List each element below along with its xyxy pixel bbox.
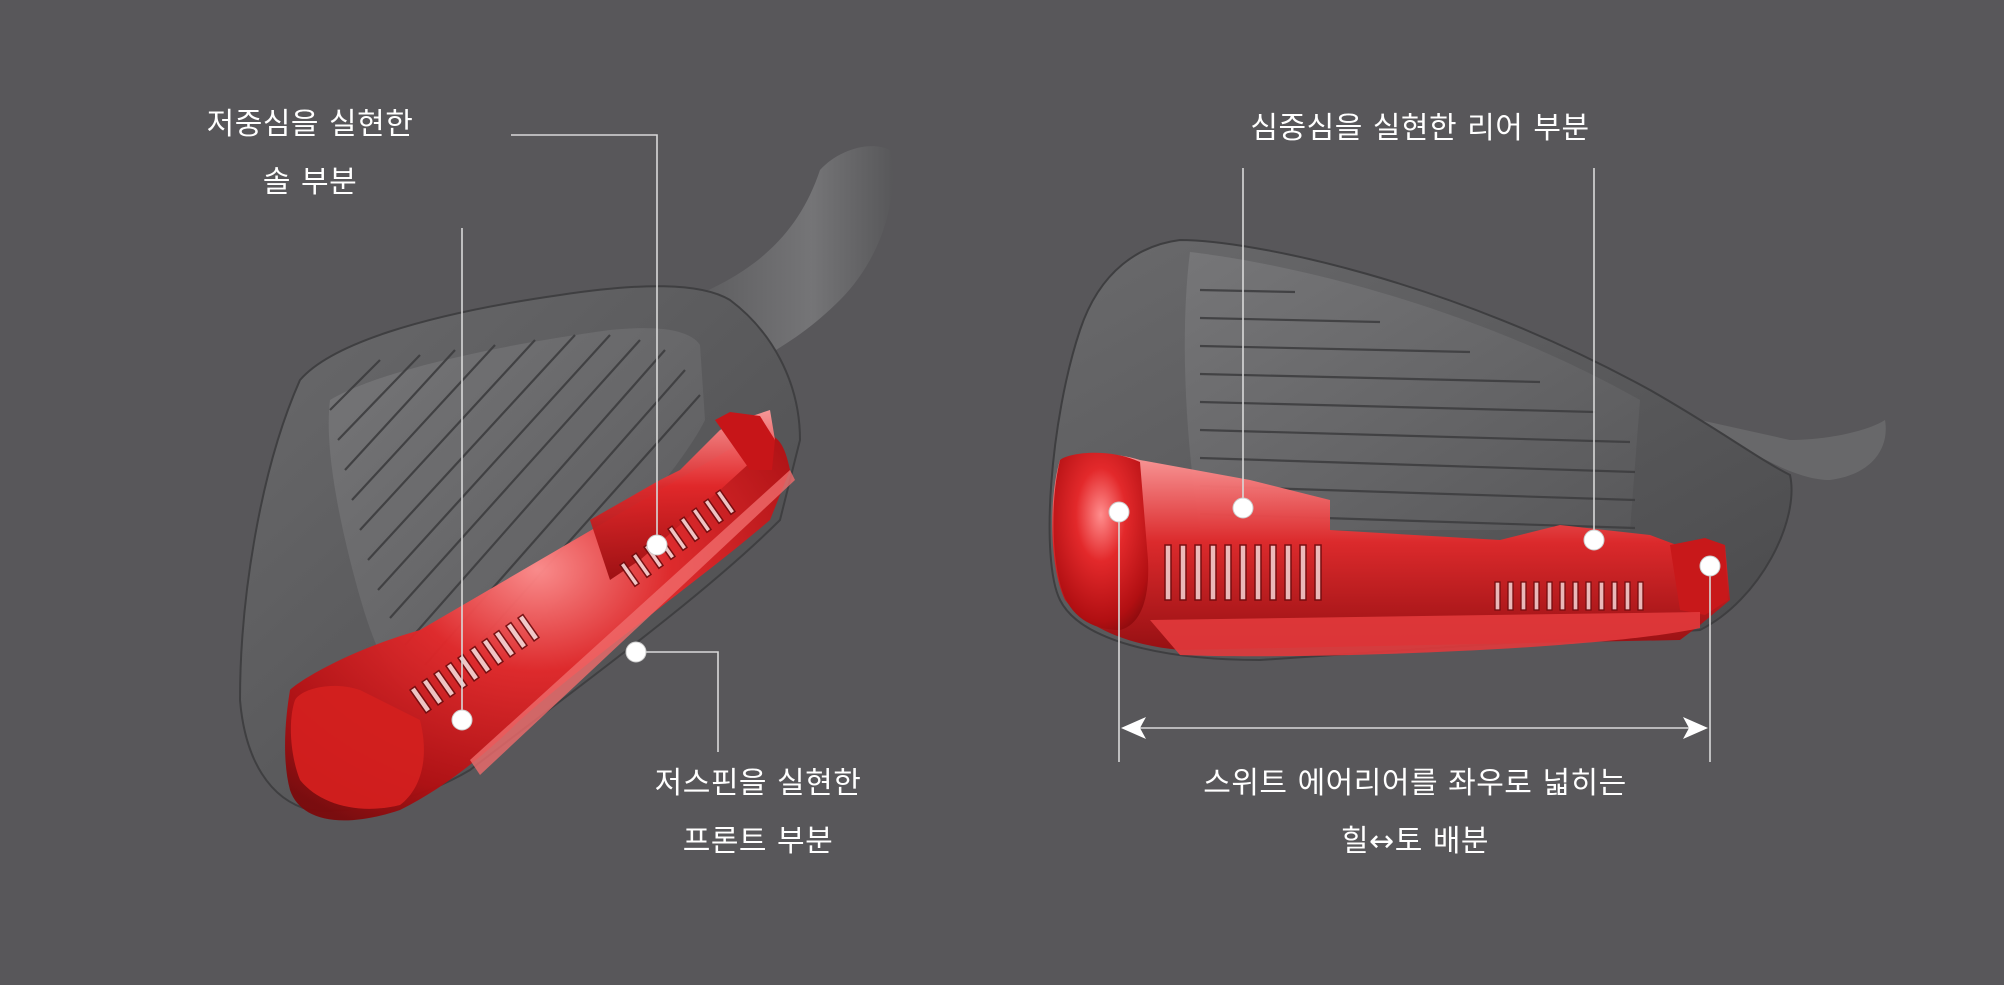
leader-sole-1 — [511, 134, 658, 545]
left-face-plate — [328, 328, 705, 700]
right-arrow-head-icon — [1683, 717, 1708, 739]
leader-lines — [461, 134, 1711, 762]
left-red-heel — [290, 685, 424, 809]
right-red-heel — [1053, 452, 1149, 630]
label-front: 저스핀을 실현한 프론트 부분 — [628, 755, 888, 871]
callout-dots — [451, 497, 1721, 731]
label-sweet-area-line2: 힐↔토 배분 — [1340, 824, 1490, 859]
right-ribs-1 — [1164, 544, 1322, 601]
left-red-rear — [590, 410, 775, 580]
label-sole-line1: 저중심을 실현한 — [206, 107, 414, 142]
dot-front — [625, 641, 647, 663]
dot-sole-front — [451, 709, 473, 731]
left-ribs-1 — [408, 613, 541, 714]
label-sole: 저중심을 실현한 솔 부분 — [180, 96, 440, 212]
label-rear: 심중심을 실현한 리어 부분 — [1200, 100, 1640, 158]
label-sole-line2: 솔 부분 — [262, 165, 358, 200]
right-red-sole — [1150, 612, 1700, 657]
label-sweet-area-line1: 스위트 에어리어를 좌우로 넓히는 — [1203, 766, 1627, 801]
right-hosel — [1700, 420, 1886, 480]
dot-rear-right — [1583, 529, 1605, 551]
dot-rear-left — [1232, 497, 1254, 519]
left-iron-head — [238, 146, 893, 821]
right-iron-head — [1048, 238, 1886, 662]
label-rear-line1: 심중심을 실현한 리어 부분 — [1250, 111, 1590, 146]
dot-heel — [1108, 501, 1130, 523]
left-arrow-head-icon — [1121, 717, 1146, 739]
label-front-line2: 프론트 부분 — [682, 824, 834, 859]
label-front-line1: 저스핀을 실현한 — [654, 766, 862, 801]
right-ribs-2 — [1494, 581, 1644, 611]
dot-sole-rear — [646, 534, 668, 556]
label-sweet-area: 스위트 에어리어를 좌우로 넓히는 힐↔토 배분 — [1140, 755, 1690, 871]
left-red-toe — [715, 412, 775, 470]
dot-toe — [1699, 555, 1721, 577]
leader-front — [636, 651, 719, 752]
left-red-front-lip — [470, 470, 795, 775]
